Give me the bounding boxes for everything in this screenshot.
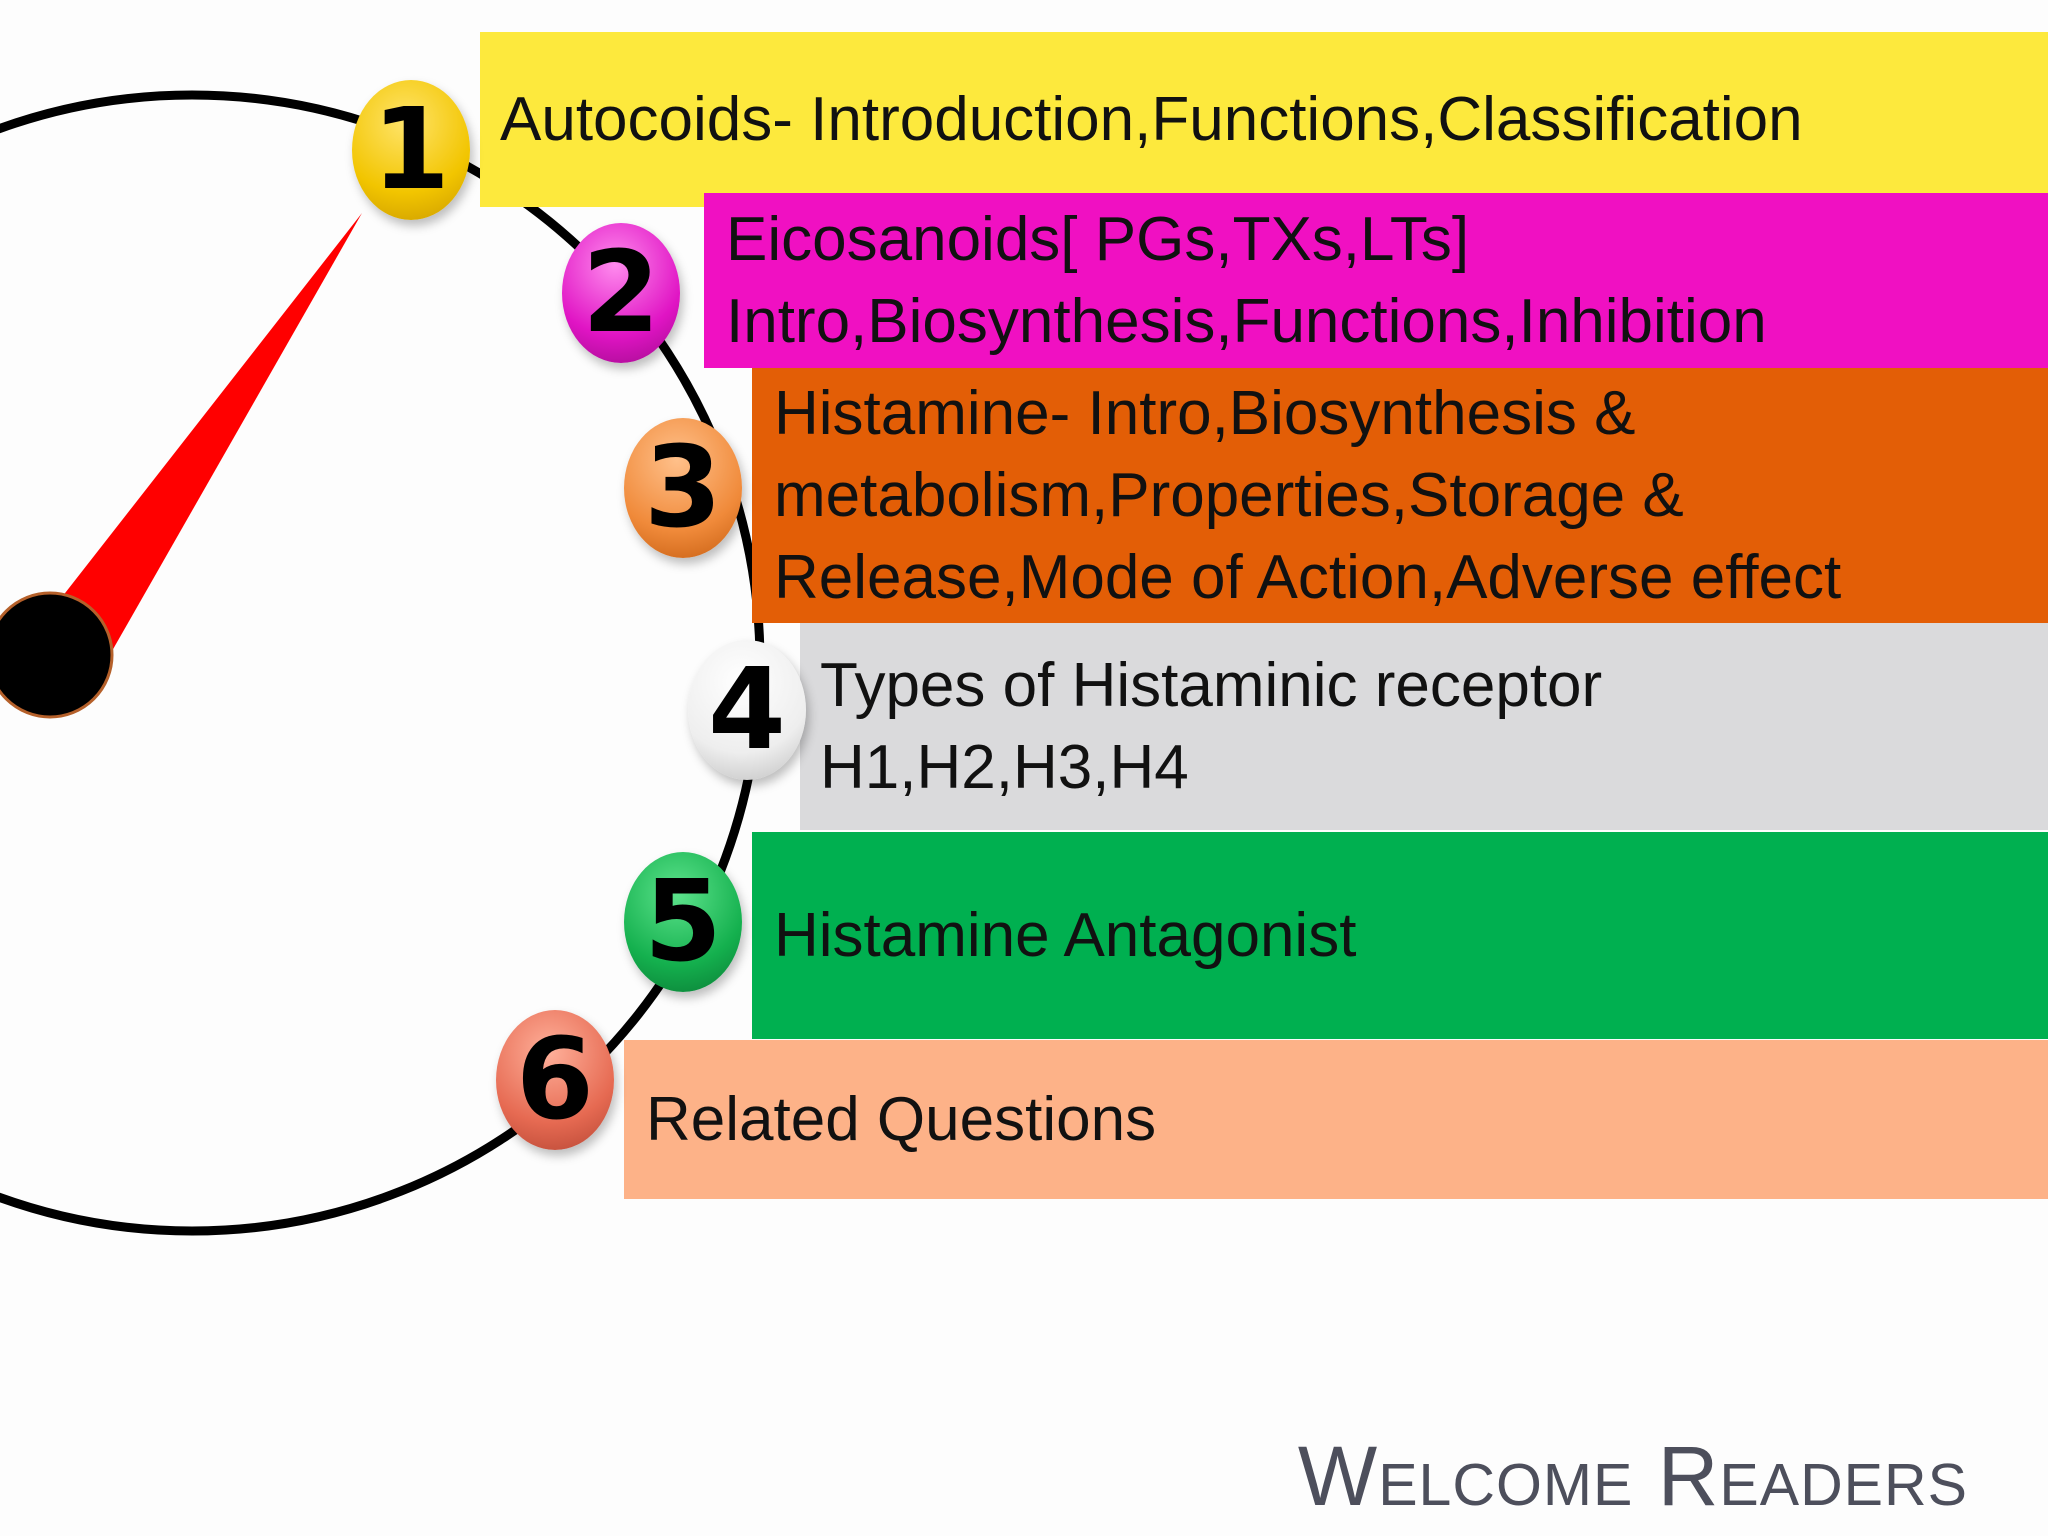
topic-badge-6: 6	[496, 1010, 614, 1150]
topic-band-1: Autocoids- Introduction,Functions,Classi…	[480, 32, 2048, 207]
topic-badge-3: 3	[624, 418, 742, 558]
topic-band-3: Histamine- Intro,Biosynthesis & metaboli…	[752, 368, 2048, 623]
needle	[37, 213, 362, 658]
needle-hub	[0, 591, 114, 719]
topic-band-2: Eicosanoids[ PGs,TXs,LTs] Intro,Biosynth…	[704, 193, 2048, 368]
topic-2-line-1: Eicosanoids[ PGs,TXs,LTs]	[726, 204, 1470, 274]
topic-2-line-2: Intro,Biosynthesis,Functions,Inhibition	[726, 286, 1767, 356]
topic-4-line-2: H1,H2,H3,H4	[820, 732, 1189, 802]
topic-band-5: Histamine Antagonist	[752, 832, 2048, 1039]
topic-3-line-2: metabolism,Properties,Storage &	[774, 460, 1684, 530]
topic-badge-2: 2	[562, 223, 680, 363]
topic-band-6: Related Questions	[624, 1040, 2048, 1199]
footer-title: Welcome Readers	[1297, 1429, 1968, 1523]
topic-5-line-1: Histamine Antagonist	[774, 900, 1357, 970]
topic-4-line-1: Types of Histaminic receptor	[820, 650, 1603, 720]
topic-badge-4: 4	[688, 640, 806, 780]
topic-6-line-1: Related Questions	[646, 1084, 1157, 1154]
topic-band-4: Types of Histaminic receptor H1,H2,H3,H4	[800, 623, 2048, 830]
topic-badge-5: 5	[624, 852, 742, 992]
topic-badge-1: 1	[352, 80, 470, 220]
topic-1-line-1: Autocoids- Introduction,Functions,Classi…	[500, 84, 1803, 154]
topic-3-line-1: Histamine- Intro,Biosynthesis &	[774, 378, 1636, 448]
topic-3-line-3: Release,Mode of Action,Adverse effect	[774, 542, 1842, 612]
